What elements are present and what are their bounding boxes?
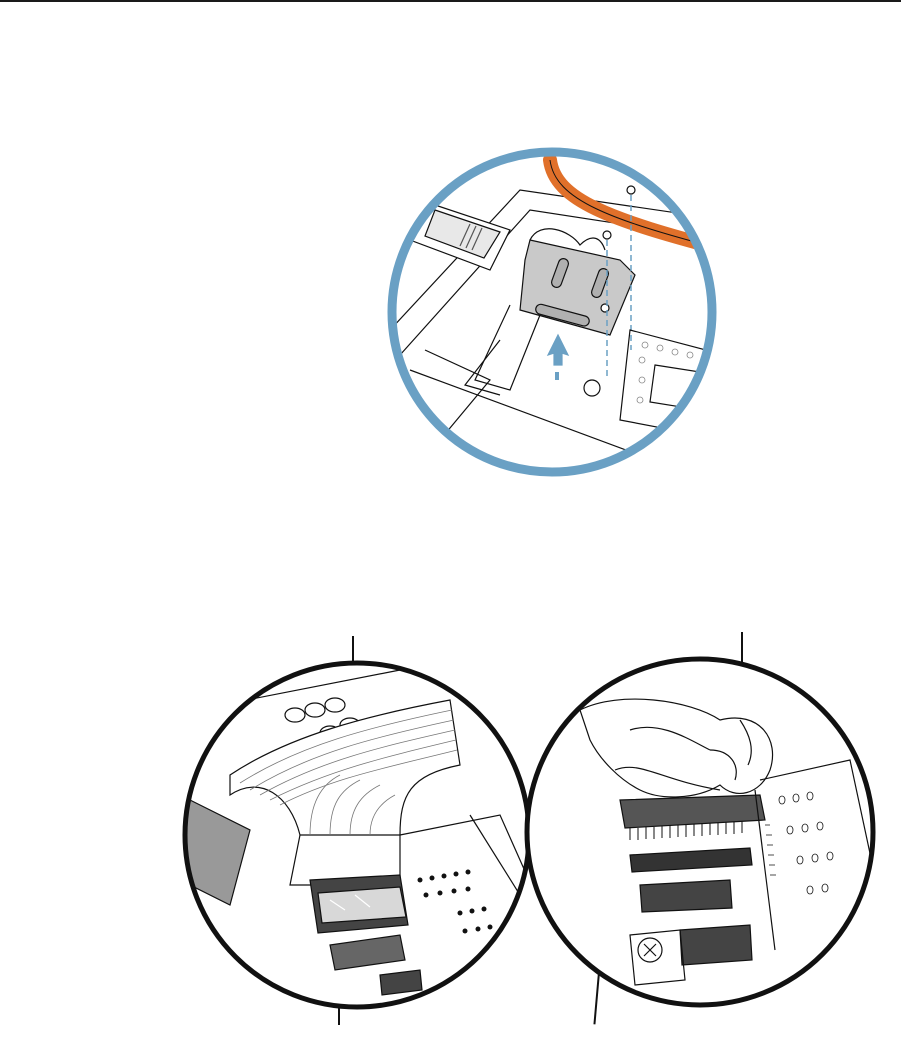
- connector-lift-illustration: [520, 650, 880, 1015]
- ribbon-cable-illustration: [170, 655, 545, 1015]
- header-rule: [0, 0, 901, 2]
- bracket-removal-illustration: [380, 140, 725, 485]
